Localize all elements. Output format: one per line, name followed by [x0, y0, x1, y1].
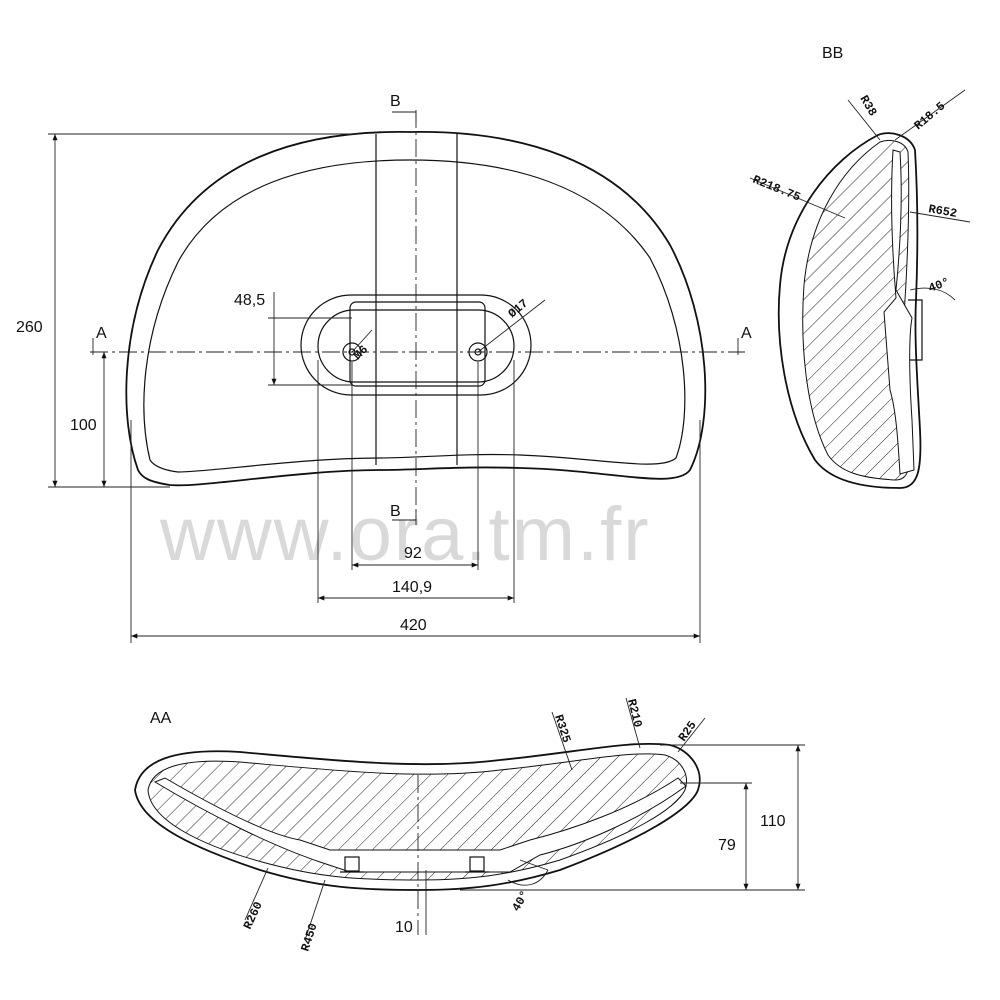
bb-radius-r218-75: R218.75: [751, 173, 803, 205]
section-bb: BB R38 R18.5 R218.75 R652 40°: [749, 45, 971, 489]
section-bb-hatch: [802, 139, 911, 481]
watermark: www.ora.tm.fr: [159, 492, 651, 577]
aa-radius-r450: R450: [298, 922, 320, 954]
aa-radius-r25: R25: [676, 719, 700, 745]
dim-width-total: 420: [400, 617, 427, 634]
section-aa: AA 110 79 10 R325 R210 R25 R260 R450: [134, 698, 805, 954]
dim-slot-height: 48,5: [234, 292, 265, 309]
aa-radius-r210: R210: [624, 698, 645, 729]
dim-height-center: 100: [70, 417, 97, 434]
aa-radius-r325: R325: [551, 713, 573, 745]
section-mark-b-top: B: [390, 93, 401, 110]
section-bb-outline: [777, 132, 922, 489]
section-mark-a-right: A: [741, 325, 752, 342]
mount-slot-plate: [349, 301, 486, 387]
section-aa-title: AA: [150, 710, 172, 727]
bb-angle: 40°: [927, 275, 952, 296]
section-aa-outline: [134, 742, 701, 891]
headrest-outline: [125, 131, 707, 487]
section-aa-insert: [153, 777, 687, 873]
bolt-right: [469, 856, 485, 872]
aa-dim-total-height: 110: [760, 813, 786, 830]
section-bb-title: BB: [822, 45, 843, 62]
thread-label: M6: [351, 343, 371, 363]
diameter-label: Ø17: [506, 296, 532, 321]
aa-radius-r260: R260: [241, 900, 266, 932]
aa-dim-inner-height: 79: [718, 837, 736, 854]
bb-radius-r18-5: R18.5: [912, 99, 949, 133]
section-bb-insert: [883, 149, 915, 475]
section-mark-b-bottom: B: [390, 503, 401, 520]
mount-stem: [375, 134, 458, 465]
bb-radius-r652: R652: [927, 202, 958, 221]
dim-hole-spacing: 92: [404, 545, 422, 562]
aa-angle: 40°: [509, 888, 532, 914]
headrest-inner-outline: [143, 159, 686, 473]
dim-height-total: 260: [16, 319, 43, 336]
section-mark-a-left: A: [96, 325, 107, 342]
bolt-left: [344, 856, 360, 872]
aa-dim-offset: 10: [395, 919, 413, 936]
dim-slot-width: 140,9: [392, 579, 432, 596]
